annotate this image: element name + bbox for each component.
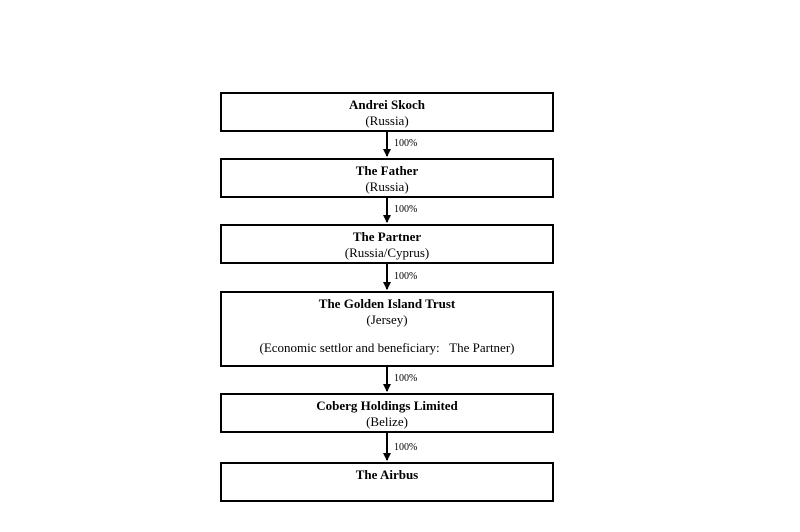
entity-note: (Economic settlor and beneficiary: The P… [259, 340, 515, 355]
entity-location: (Russia) [365, 113, 409, 128]
entity-box-golden-island-trust: The Golden Island Trust (Jersey) (Econom… [220, 291, 554, 367]
entity-name: Coberg Holdings Limited [316, 398, 458, 413]
entity-location: (Russia) [365, 179, 409, 194]
entity-box-the-partner: The Partner (Russia/Cyprus) [220, 224, 554, 264]
entity-box-the-father: The Father (Russia) [220, 158, 554, 198]
entity-location: (Jersey) [366, 312, 408, 327]
entity-box-coberg-holdings: Coberg Holdings Limited (Belize) [220, 393, 554, 433]
ownership-percentage: 100% [394, 373, 418, 384]
ownership-percentage: 100% [394, 442, 418, 453]
entity-name: The Golden Island Trust [318, 296, 456, 311]
ownership-percentage: 100% [394, 138, 418, 149]
entity-location: (Russia/Cyprus) [344, 245, 430, 260]
entity-box-the-airbus: The Airbus [220, 462, 554, 502]
ownership-percentage: 100% [394, 271, 418, 282]
entity-name: Andrei Skoch [349, 97, 425, 112]
entity-box-andrei-skoch: Andrei Skoch (Russia) [220, 92, 554, 132]
ownership-percentage: 100% [394, 204, 418, 215]
entity-name: The Father [355, 163, 419, 178]
entity-location: (Belize) [366, 414, 408, 429]
entity-name: The Airbus [355, 467, 419, 482]
entity-name: The Partner [352, 229, 422, 244]
